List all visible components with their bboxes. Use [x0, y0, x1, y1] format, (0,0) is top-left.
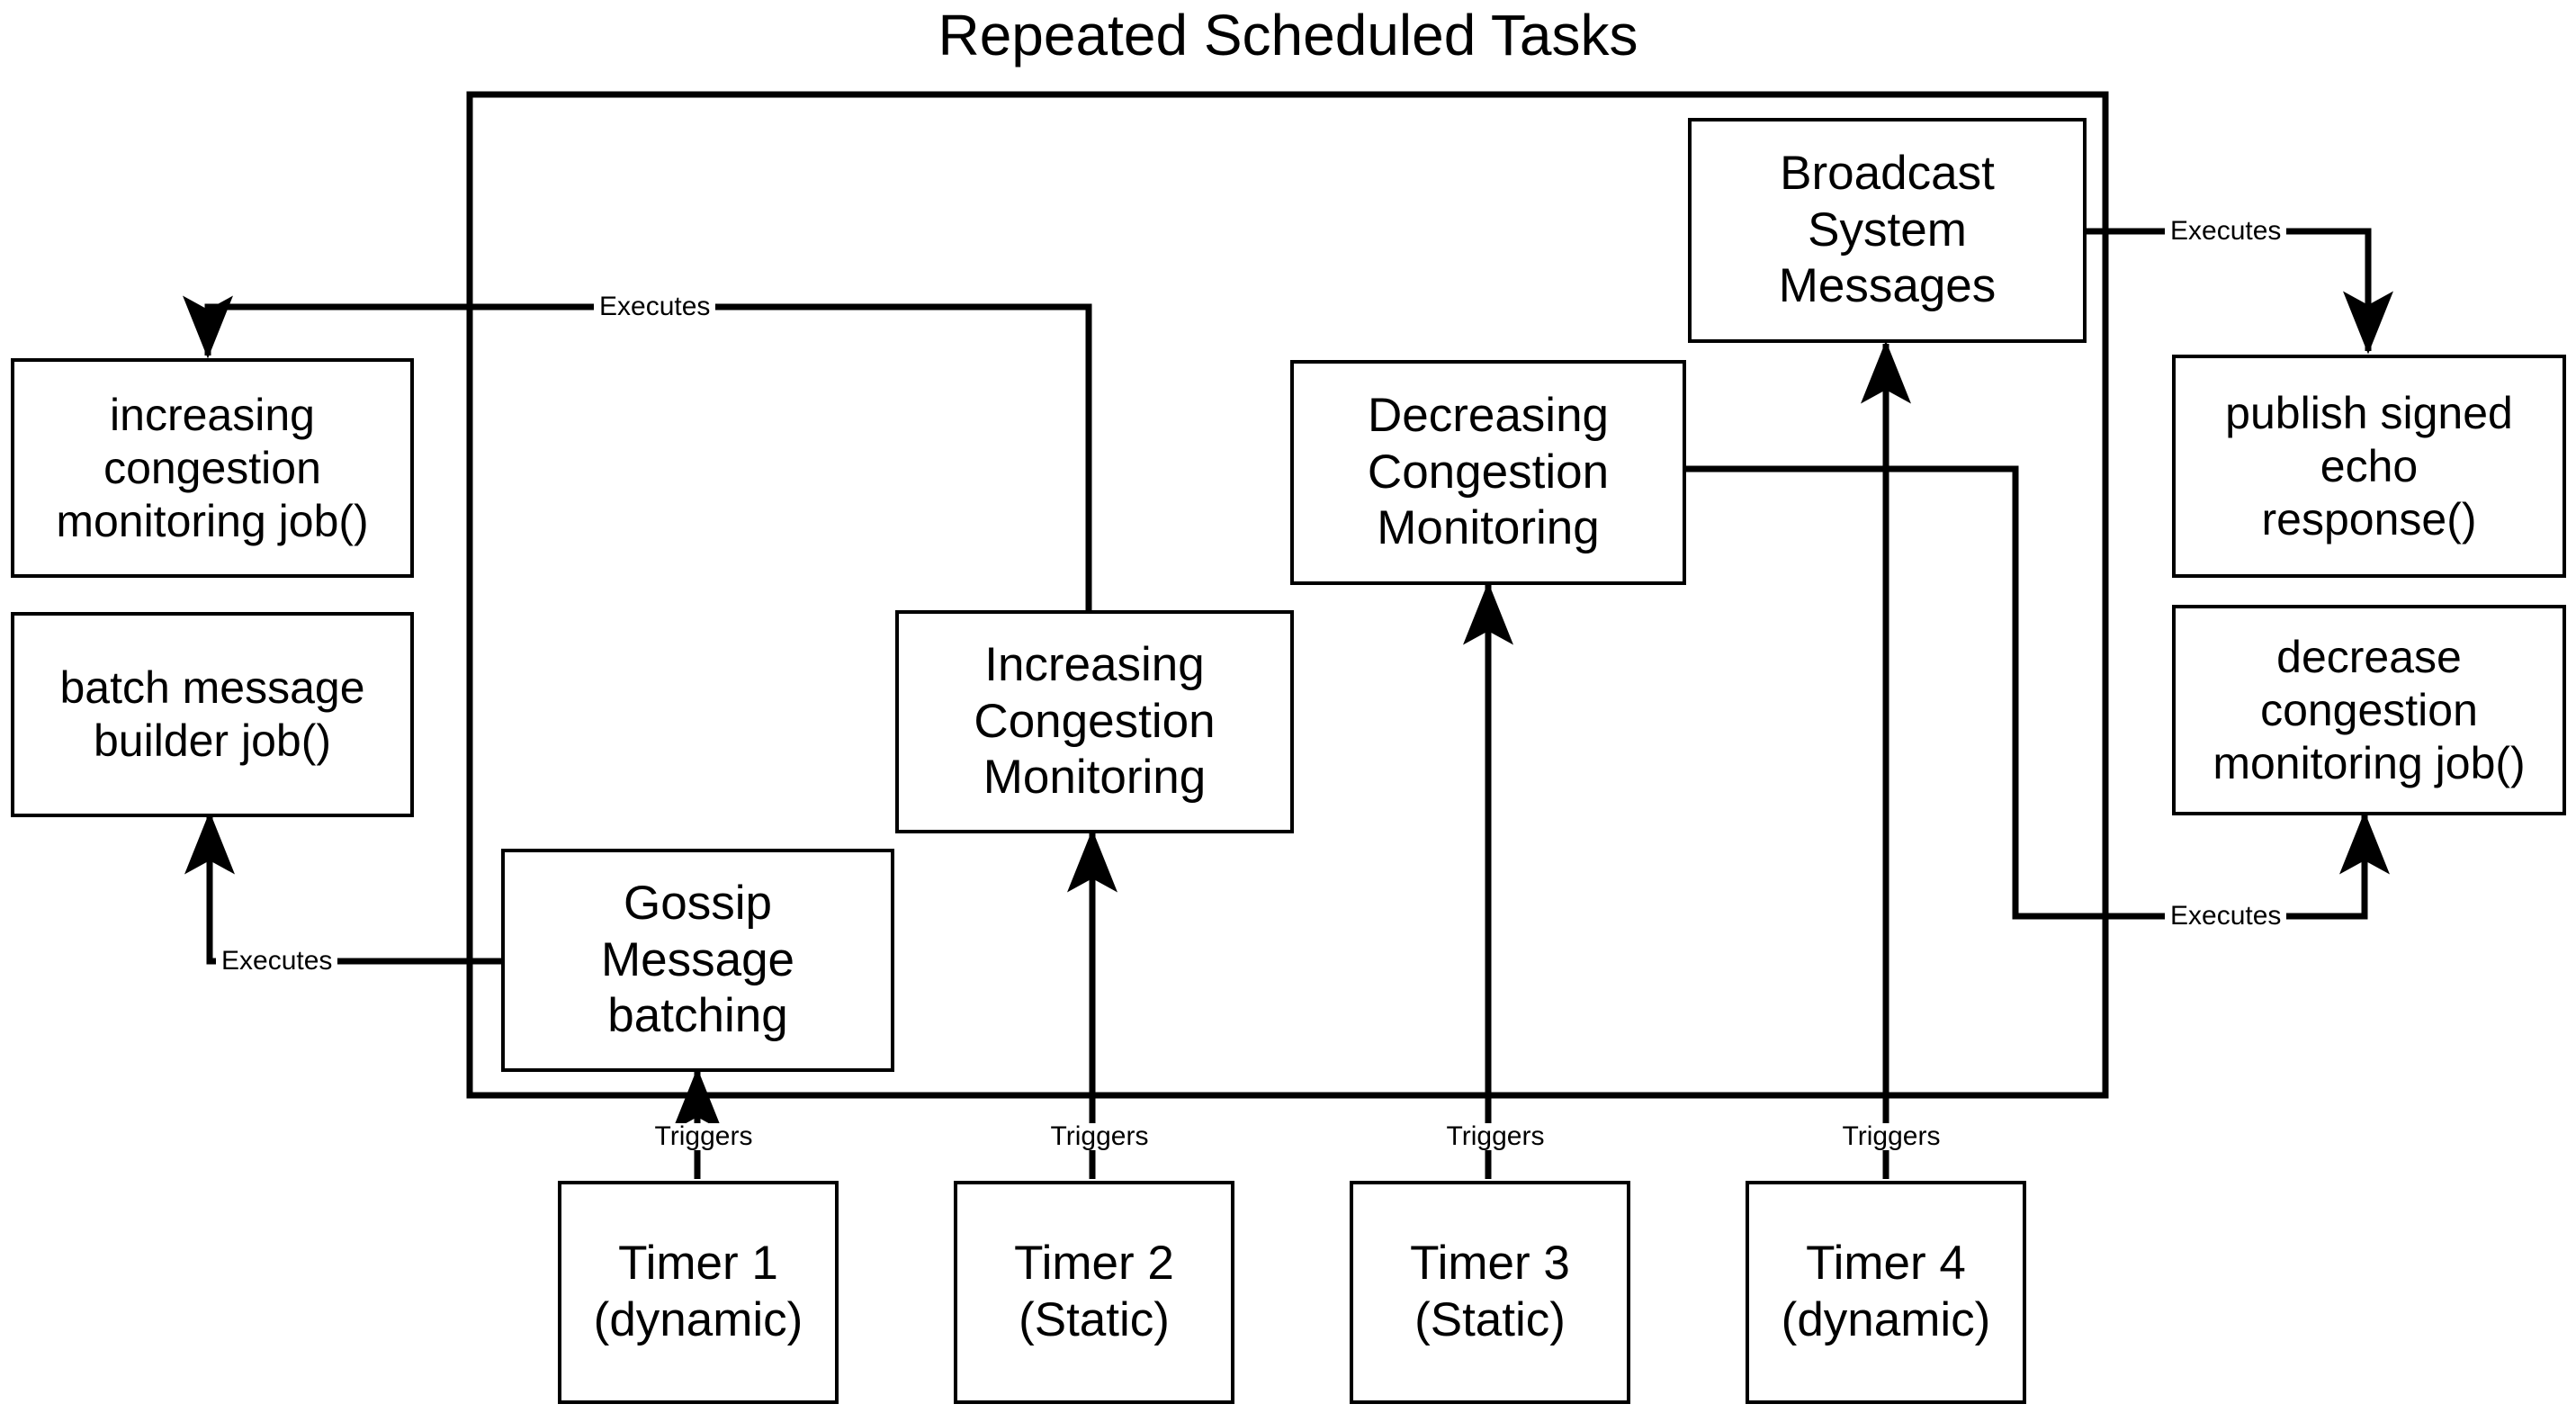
edge-label-executes-bottom-right: Executes — [2165, 903, 2287, 930]
page-title: Repeated Scheduled Tasks — [938, 3, 1638, 68]
edge-executes-bottom-right — [1685, 465, 2390, 920]
container-outline — [466, 91, 2109, 1099]
edge-label-triggers-4: Triggers — [1818, 1123, 1965, 1150]
node-broadcast-system-messages[interactable]: Broadcast System Messages — [1688, 118, 2087, 343]
edge-label-executes-top-right: Executes — [2165, 218, 2287, 245]
node-gossip-message-batching[interactable]: Gossip Message batching — [501, 849, 894, 1072]
node-timer-1[interactable]: Timer 1 (dynamic) — [558, 1181, 839, 1404]
node-decreasing-congestion-monitoring[interactable]: Decreasing Congestion Monitoring — [1290, 360, 1686, 585]
node-batch-message-builder-job[interactable]: batch message builder job() — [11, 612, 414, 817]
node-timer-2[interactable]: Timer 2 (Static) — [954, 1181, 1234, 1404]
edge-label-executes-left-bottom: Executes — [216, 948, 338, 975]
node-increasing-congestion-monitoring[interactable]: Increasing Congestion Monitoring — [895, 610, 1294, 833]
node-publish-signed-echo-response[interactable]: publish signed echo response() — [2172, 355, 2566, 578]
edge-label-triggers-3: Triggers — [1422, 1123, 1569, 1150]
node-timer-4[interactable]: Timer 4 (dynamic) — [1746, 1181, 2026, 1404]
edge-executes-left-bottom — [184, 811, 501, 965]
edge-executes-top-right — [2086, 228, 2393, 355]
node-timer-3[interactable]: Timer 3 (Static) — [1350, 1181, 1630, 1404]
edge-label-triggers-1: Triggers — [630, 1123, 777, 1150]
edge-label-executes-top-left: Executes — [594, 293, 716, 320]
node-decrease-congestion-monitoring-job[interactable]: decrease congestion monitoring job() — [2172, 605, 2566, 815]
node-increasing-congestion-monitoring-job[interactable]: increasing congestion monitoring job() — [11, 358, 414, 578]
edge-label-triggers-2: Triggers — [1026, 1123, 1173, 1150]
